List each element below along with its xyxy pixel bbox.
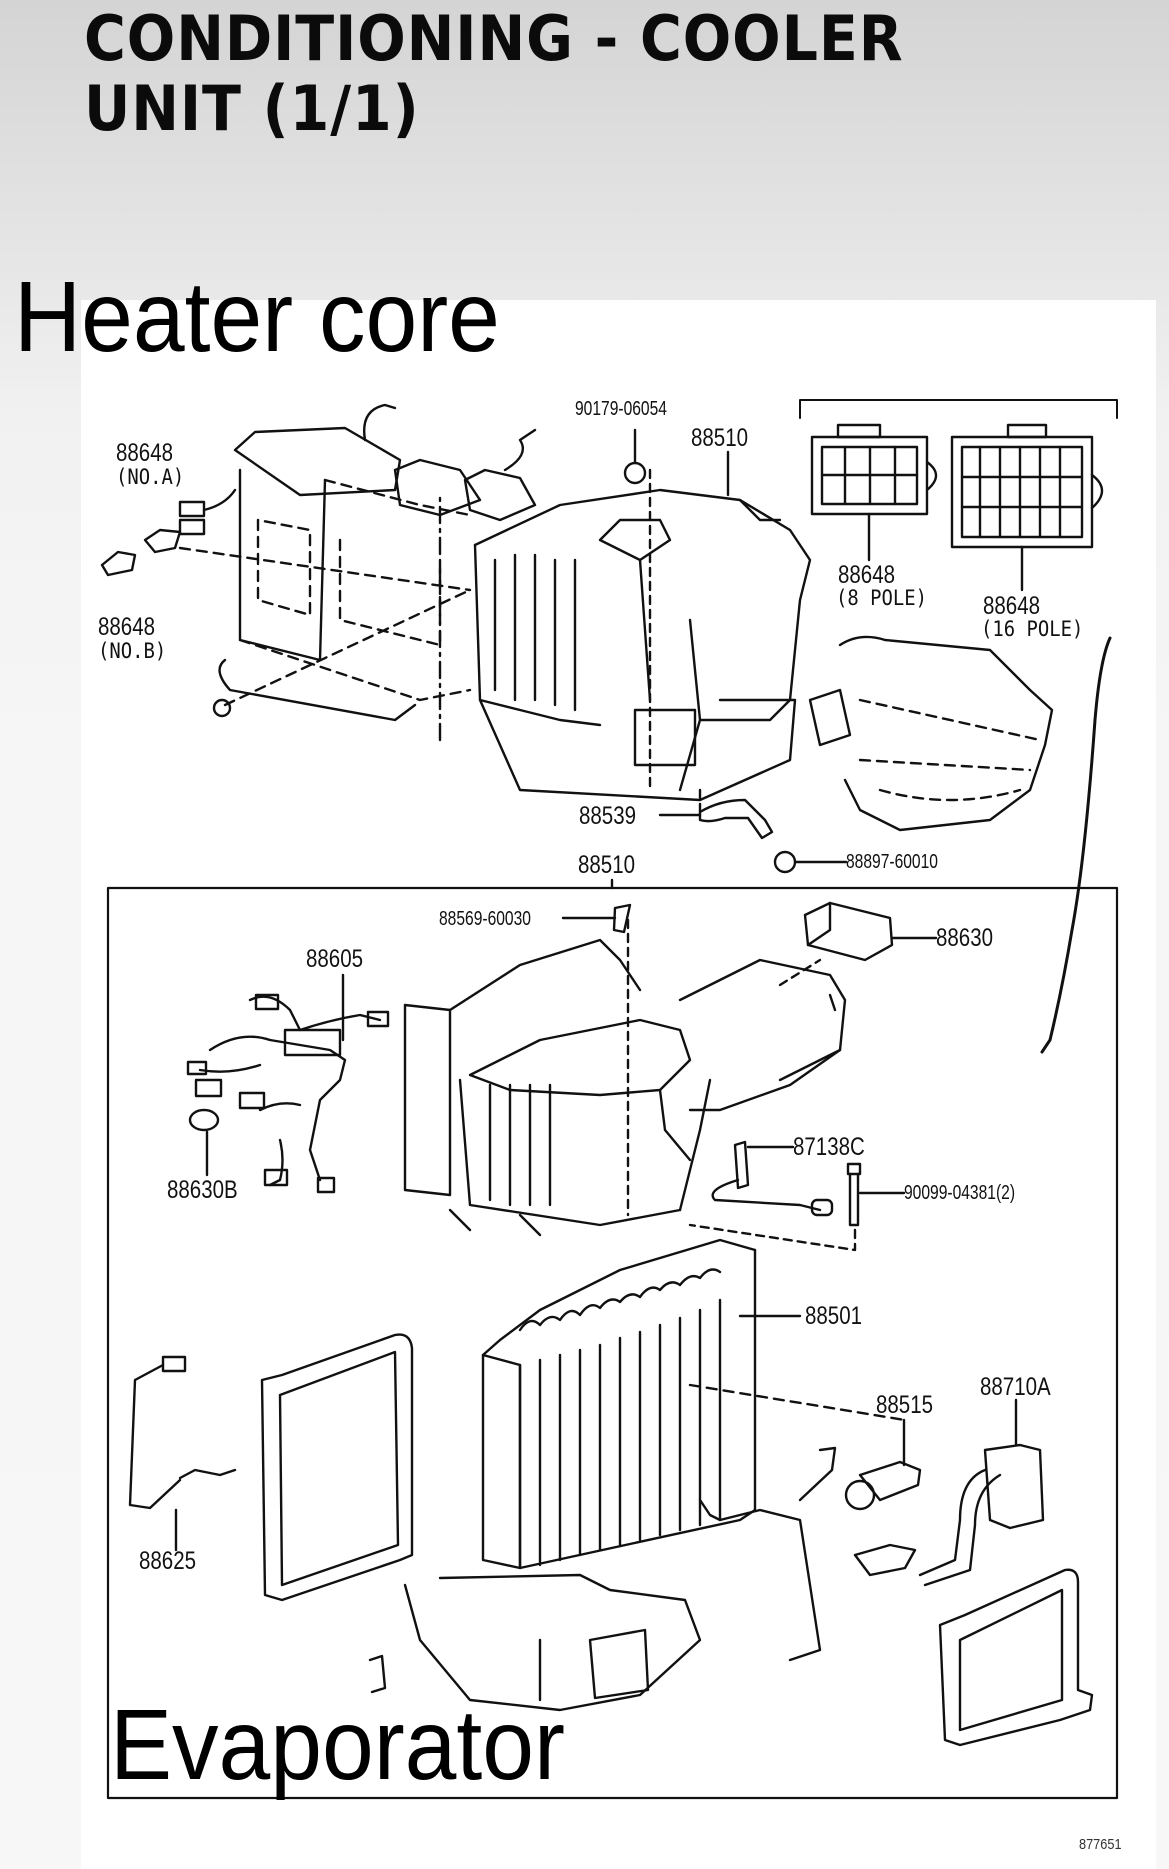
screw-icon [212,698,232,718]
leader-dashed [778,958,822,987]
thermistor-87138c [711,1140,834,1217]
part-label-88648-16-pole: 88648 [983,592,1041,620]
page-title: CONDITIONING - COOLER UNIT (1/1) [84,4,904,144]
expansion-valve-88515 [844,1460,922,1511]
wire-connectors [178,488,237,536]
diagram-page [81,300,1156,1869]
part-label-88510-top: 88510 [691,424,749,452]
seal-frame-left [260,1333,414,1602]
part-label-88625: 88625 [139,1547,197,1575]
bolt-icon [773,850,797,874]
part-label-90179-06054: 90179-06054 [575,398,667,420]
amplifier-88630 [803,901,894,962]
part-number: 88648 [98,613,156,641]
part-label-90099-04381: 90099-04381(2) [904,1182,1016,1204]
figure-id: 877651 [1079,1836,1122,1853]
thermistor-88625 [128,1355,237,1510]
sensor-88630b [188,1108,220,1132]
part-label-88710a: 88710A [980,1373,1051,1401]
part-label-88648-8-pole: 88648 [838,561,896,589]
part-label-88501: 88501 [805,1302,863,1330]
part-note-16-pole: (16 POLE) [981,617,1084,641]
drain-hose-88539 [698,798,774,840]
title-line-1: CONDITIONING - COOLER [84,2,904,75]
evaporator-annotation: Evaporator [110,1689,565,1801]
part-label-87138c: 87138C [793,1133,865,1161]
connector-8-pole [810,423,938,516]
connector-16-pole [950,423,1104,549]
part-label-88630b: 88630B [167,1176,238,1204]
part-label-88648-no-b: 88648 [98,614,155,640]
part-label-88648-no-a: 88648 [116,440,173,466]
blower-case-88510 [473,488,812,802]
leader-dashed [223,588,472,707]
lower-case [368,1446,837,1712]
part-label-88510-box: 88510 [578,851,636,879]
heater-core-annotation: Heater core [14,261,500,373]
part-label-88630: 88630 [936,924,994,952]
blower-housing [808,635,1054,832]
part-label-88605: 88605 [306,945,364,973]
connector-88648-b [100,550,137,577]
part-note-no-a: (NO.A) [116,465,185,489]
part-label-88539: 88539 [579,802,637,830]
leader-dashed [688,1223,857,1252]
bolt-90099-04381 [846,1162,862,1227]
connector-88648-a [143,528,182,554]
part-label-88897-60010: 88897-60010 [846,851,938,873]
heater-core-assembly [218,403,537,742]
part-note-8-pole: (8 POLE) [836,586,928,610]
title-line-2: UNIT (1/1) [84,72,420,145]
cooler-case-88510 [403,938,847,1237]
part-number: 88648 [116,439,174,467]
leader-dashed [688,1383,907,1422]
part-label-88569-60030: 88569-60030 [439,908,531,930]
evaporator-core-88501 [481,1238,757,1570]
pipe-88710a [853,1443,1045,1587]
part-label-88515: 88515 [876,1391,934,1419]
clip-icon [612,903,632,934]
part-note-no-b: (NO.B) [98,639,167,663]
leader-dashed [178,546,472,592]
clip-icon [623,461,647,485]
handwritten-annotation-line [1040,636,1112,1054]
wire-harness-88605 [186,993,390,1194]
seal-frame-right [938,1568,1094,1747]
connector-group-bracket [799,399,1118,419]
